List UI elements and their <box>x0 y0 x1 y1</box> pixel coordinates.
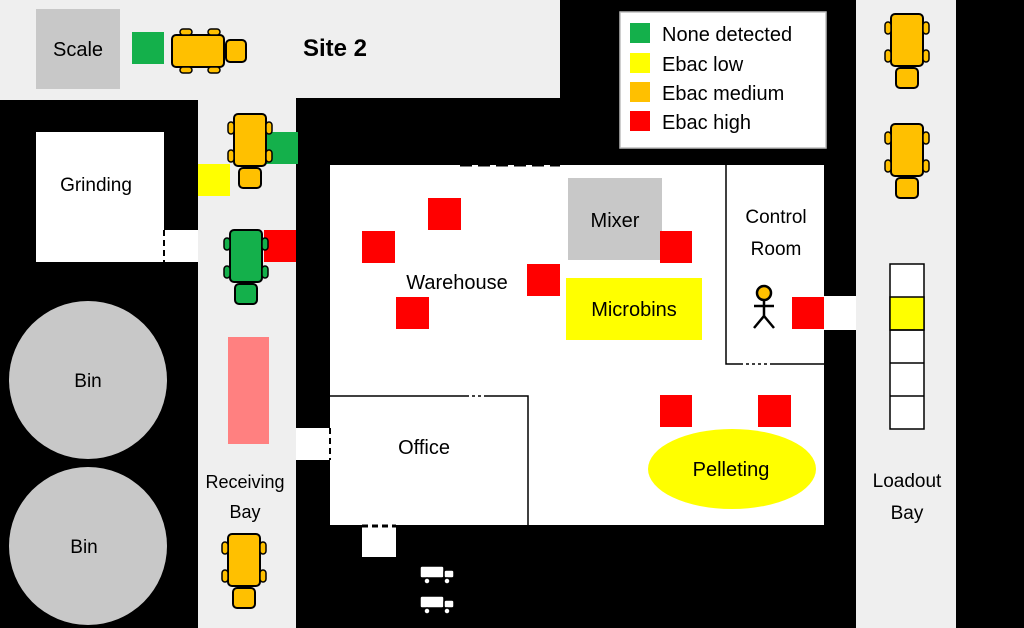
sample-none-scale <box>132 32 164 64</box>
sample-markers <box>132 32 824 444</box>
microbins <box>566 278 702 340</box>
microbins-label: Microbins <box>591 299 677 321</box>
sample-low-grinding <box>198 164 230 196</box>
sample-high-receiving <box>264 230 296 262</box>
sample-high-warehouse-4 <box>527 264 560 296</box>
pelleting-label: Pelleting <box>693 459 770 481</box>
sample-high-mixer <box>660 231 692 263</box>
sample-high-control-room <box>792 297 824 329</box>
loadout-label-1: Loadout <box>873 471 942 492</box>
east-door <box>824 296 856 330</box>
scale <box>36 9 120 89</box>
receiving-label-2: Bay <box>229 502 260 522</box>
office-label: Office <box>398 437 450 459</box>
legend-swatch-high <box>630 111 650 131</box>
grinding-label: Grinding <box>60 175 132 196</box>
bin-upper <box>9 301 167 459</box>
legend-label-medium: Ebac medium <box>662 83 784 105</box>
legend-box <box>619 11 827 149</box>
legend-swatch-none <box>630 23 650 43</box>
sample-receiving-pit <box>228 337 269 444</box>
west-door <box>296 428 330 460</box>
mixer <box>568 178 662 260</box>
legend-label-high: Ebac high <box>662 112 751 134</box>
control-room-label-2: Room <box>751 239 802 260</box>
grinding-door <box>164 230 198 262</box>
loadout-label-2: Bay <box>891 503 924 524</box>
mixer-label: Mixer <box>591 210 640 232</box>
scale-label: Scale <box>53 39 103 61</box>
sample-high-pelleting-1 <box>660 395 692 427</box>
sample-high-pelleting-2 <box>758 395 791 427</box>
legend: None detected Ebac low Ebac medium Ebac … <box>619 11 827 149</box>
receiving-label-1: Receiving <box>205 472 284 492</box>
person-icon <box>753 284 775 329</box>
legend-swatch-low <box>630 53 650 73</box>
warehouse-label: Warehouse <box>406 272 508 294</box>
room-outlines <box>330 165 824 525</box>
south-door <box>362 525 396 557</box>
legend-swatch-medium <box>630 82 650 102</box>
bin-lower <box>9 467 167 625</box>
grinding-room <box>36 132 164 262</box>
legend-label-none: None detected <box>662 24 792 46</box>
wall-east-block <box>956 0 1024 628</box>
sample-high-warehouse-3 <box>396 297 429 329</box>
forklift-icon <box>419 565 455 615</box>
bin-lower-label: Bin <box>70 537 97 558</box>
control-room-label-1: Control <box>745 207 806 228</box>
site-title: Site 2 <box>303 35 367 62</box>
pelleting <box>648 429 816 509</box>
sample-high-warehouse-2 <box>362 231 395 263</box>
legend-label-low: Ebac low <box>662 54 744 76</box>
loadout-bin-low <box>889 296 925 331</box>
bin-upper-label: Bin <box>74 371 101 392</box>
sample-high-warehouse-1 <box>428 198 461 230</box>
loadout-bins <box>889 263 925 430</box>
